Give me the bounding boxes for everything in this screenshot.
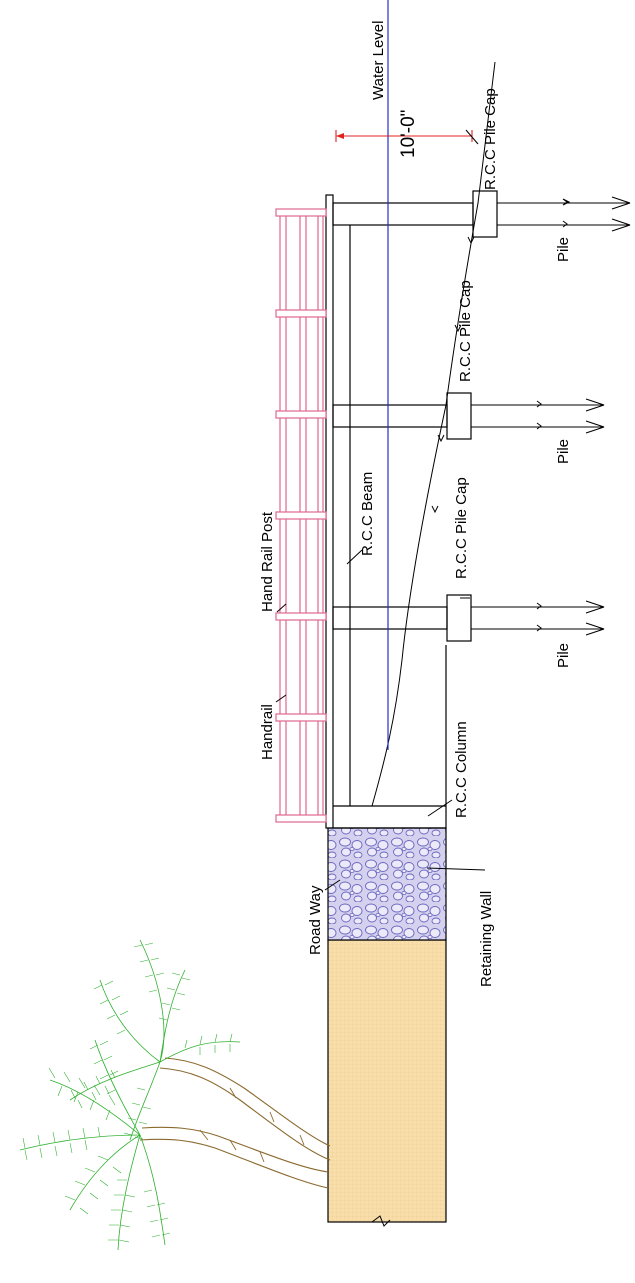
label-leaders [275,129,486,891]
handrail-label: Handrail [259,704,276,760]
pile-cap-label-3: R.C.C Pile Cap [453,477,470,579]
retaining-wall [327,827,447,941]
road-way [327,939,447,1227]
dimension-label: 10'-0" [398,110,419,158]
ground-slope-line [371,61,496,807]
water-level-label: Water Level [370,21,387,100]
labels: Water Level 10'-0" R.C.C Pile Cap R.C.C … [259,21,572,987]
retaining-wall-label: Retaining Wall [478,891,495,987]
dimension-line [335,130,473,142]
pile-label-1: Pile [555,237,572,262]
rcc-beam-label: R.C.C Beam [359,472,376,556]
road-way-label: Road Way [307,885,324,955]
pile-label-3: Pile [555,643,572,668]
piles [471,196,631,636]
pile-caps [446,190,498,642]
hand-rail-post-label: Hand Rail Post [259,511,276,612]
pile-cap-label-1: R.C.C Pile Cap [482,88,499,190]
palm-trees [19,939,331,1251]
deck-structure [325,194,447,829]
pile-label-2: Pile [555,439,572,464]
pile-cap-label-2: R.C.C Pile Cap [457,280,474,382]
rcc-column-label: R.C.C Column [453,721,470,818]
handrail [275,208,327,823]
rcc-columns [332,202,474,630]
